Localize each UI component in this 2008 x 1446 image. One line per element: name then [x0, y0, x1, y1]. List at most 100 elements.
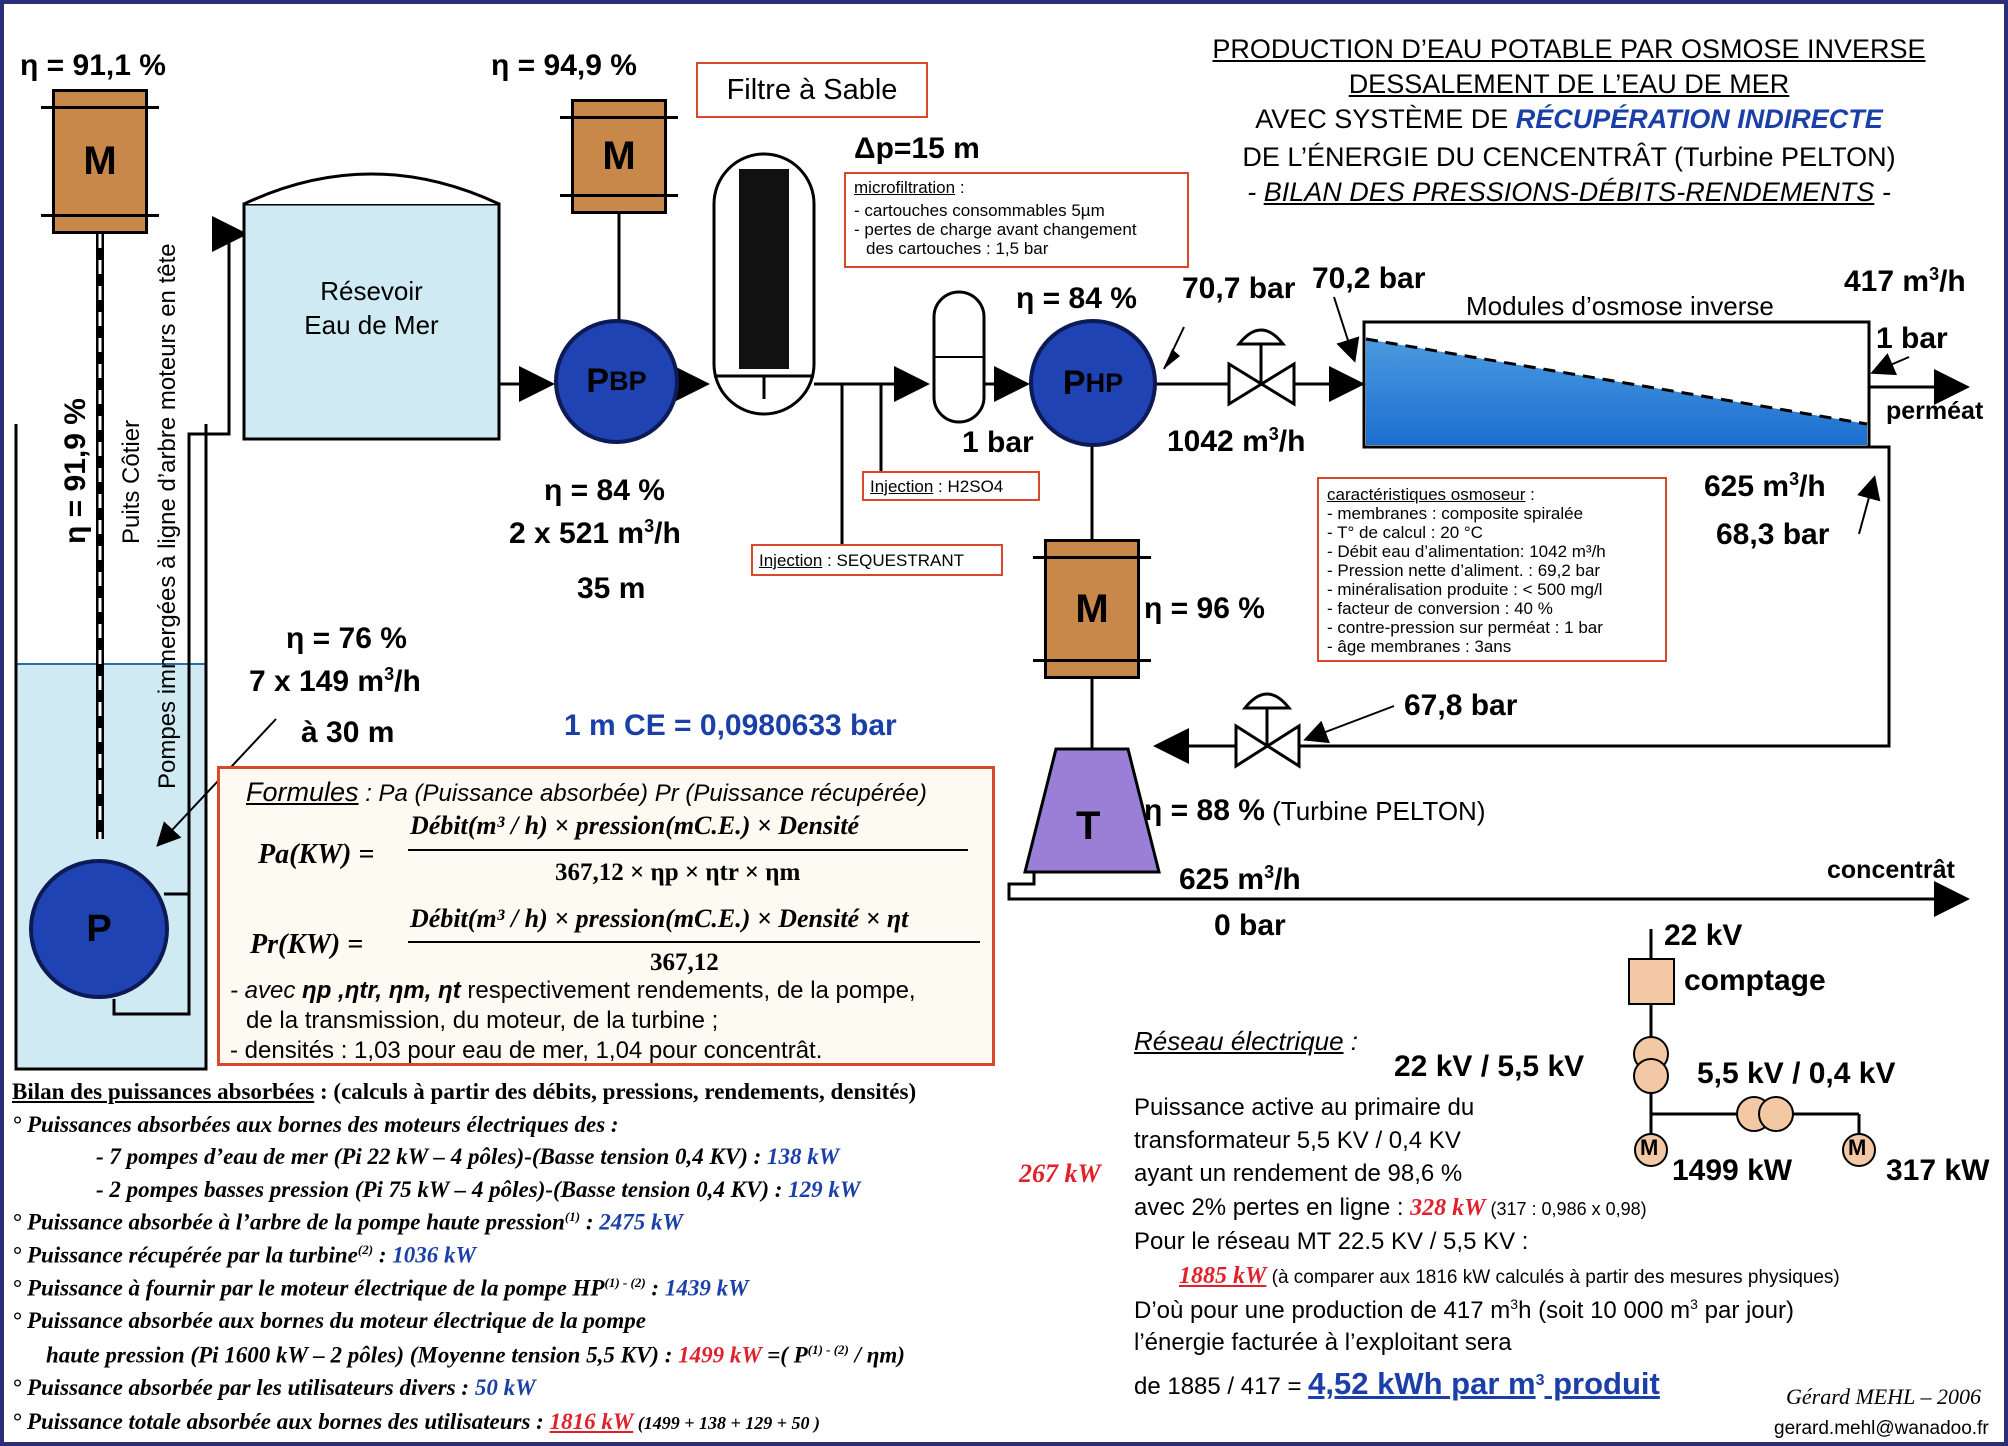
- bp-pump-head: 35 m: [577, 572, 646, 605]
- bilan-line-5: ° Puissance récupérée par la turbine(2) …: [12, 1242, 476, 1268]
- bilan-line-10: ° Puissance totale absorbée aux bornes d…: [12, 1409, 821, 1434]
- network-metering: comptage: [1684, 964, 1826, 997]
- turbine-flow: 625 m3/h: [1179, 862, 1301, 896]
- network-p8: l’énergie facturée à l’exploitant sera: [1134, 1329, 1512, 1356]
- bilan-sum-lv: 267 kW: [1019, 1159, 1101, 1188]
- well-motor-efficiency: η = 91,1 %: [20, 49, 166, 82]
- pr-formula-lhs: Pr(KW) =: [250, 929, 364, 960]
- control-valve-hp: [1227, 328, 1296, 407]
- motor-lv-power: 317 kW: [1886, 1154, 1990, 1187]
- network-p2: transformateur 5,5 KV / 0,4 KV: [1134, 1127, 1461, 1154]
- concentrate-flow: 625 m3/h: [1704, 469, 1826, 503]
- turbine-efficiency: η = 88 % (Turbine PELTON): [1144, 794, 1486, 827]
- title-line4: DE L’ÉNERGIE DU CENCENTRÂT (Turbine PELT…: [1242, 142, 1896, 172]
- network-heading: Réseau électrique :: [1134, 1026, 1359, 1056]
- network-p7: D’où pour une production de 417 m3h (soi…: [1134, 1296, 1794, 1324]
- osmosis-modules: [1362, 320, 1871, 449]
- bilan-line-2: - 7 pompes d’eau de mer (Pi 22 kW – 4 pô…: [96, 1144, 840, 1169]
- permeate-label: perméat: [1886, 397, 1984, 425]
- electrical-network: [1628, 929, 1876, 1167]
- formulas-note-1: - avec ηp ,ηtr, ηm, ηt respectivement re…: [230, 977, 916, 1004]
- modules-label: Modules d’osmose inverse: [1466, 291, 1774, 321]
- microfiltration-box: microfiltration : - cartouches consommab…: [844, 172, 1189, 268]
- bilan-line-6: ° Puissance à fournir par le moteur élec…: [12, 1275, 749, 1301]
- injection-sequestrant: Injection : SEQUESTRANT: [751, 544, 1003, 576]
- hp-flow: 1042 m3/h: [1167, 424, 1306, 458]
- sand-filter-label: Filtre à Sable: [696, 62, 928, 118]
- network-p1: Puissance active au primaire du: [1134, 1094, 1475, 1121]
- network-p3: ayant un rendement de 98,6 %: [1134, 1160, 1463, 1187]
- bilan-line-4: ° Puissance absorbée à l’arbre de la pom…: [12, 1209, 683, 1235]
- pa-formula-numerator: Débit(m³ / h) × pression(mC.E.) × Densit…: [410, 811, 860, 840]
- bilan-line-8: haute pression (Pi 1600 kW – 2 pôles) (M…: [46, 1342, 905, 1368]
- bilan-line-7: ° Puissance absorbée aux bornes du moteu…: [12, 1308, 647, 1333]
- bp-pump-flow: 2 x 521 m3/h: [509, 516, 681, 550]
- bilan-heading: Bilan des puissances absorbées : (calcul…: [12, 1079, 917, 1104]
- pa-formula-lhs: Pa(KW) =: [258, 839, 375, 870]
- permeate-pressure: 1 bar: [1876, 322, 1948, 355]
- seawater-reservoir: [242, 172, 501, 441]
- hp-pump-efficiency: η = 84 %: [1016, 282, 1137, 315]
- network-p6: 1885 kW (à comparer aux 1816 kW calculés…: [1179, 1263, 1840, 1289]
- turbine-label: T: [1076, 804, 1101, 848]
- submerged-pumps-label: Pompes immergées à ligne d’arbre moteurs…: [154, 243, 181, 789]
- pelton-turbine: [1023, 747, 1161, 874]
- signature-email: gerard.mehl@wanadoo.fr: [1774, 1418, 1989, 1439]
- permeate-flow: 417 m3/h: [1844, 264, 1966, 298]
- motor-lv-icon: M: [1848, 1135, 1867, 1160]
- formulas-note-2: de la transmission, du moteur, de la tur…: [246, 1007, 719, 1034]
- well-motor: M: [41, 89, 159, 234]
- network-p5: Pour le réseau MT 22.5 KV / 5,5 KV :: [1134, 1228, 1529, 1255]
- signature-name: Gérard MEHL – 2006: [1786, 1384, 1981, 1409]
- well-label: Puits Côtier: [118, 419, 145, 544]
- bilan-line-9: ° Puissance absorbée par les utilisateur…: [12, 1375, 536, 1400]
- well-pump-efficiency: η = 76 %: [286, 622, 407, 655]
- hp-inlet-pressure: 1 bar: [962, 426, 1034, 459]
- network-p4: avec 2% pertes en ligne : 328 kW (317 : …: [1134, 1194, 1647, 1221]
- bilan-line-1: ° Puissances absorbées aux bornes des mo…: [12, 1112, 619, 1137]
- bp-pump-efficiency: η = 84 %: [544, 474, 665, 507]
- concentrate-pressure: 68,3 bar: [1716, 518, 1830, 551]
- modules-inlet-pressure: 70,2 bar: [1312, 262, 1426, 295]
- formulas-box: Formules : Pa (Puissance absorbée) Pr (P…: [217, 766, 995, 1066]
- title-line3: AVEC SYSTÈME DE RÉCUPÉRATION INDIRECTE: [1255, 104, 1883, 134]
- process-lines: [14, 152, 1970, 1167]
- concentrate-outlet-label: concentrât: [1827, 856, 1955, 884]
- filter-pressure-drop: Δp=15 m: [854, 132, 980, 165]
- hp-outlet-pressure: 70,7 bar: [1182, 272, 1296, 305]
- pressure-conversion: 1 m CE = 0,0980633 bar: [564, 709, 897, 742]
- motor-hp-icon: M: [1640, 1135, 1659, 1160]
- network-22kv: 22 kV: [1664, 919, 1743, 952]
- title-line2: DESSALEMENT DE L’EAU DE MER: [1348, 69, 1790, 99]
- injection-h2so4: Injection : H2SO4: [862, 471, 1040, 501]
- formulas-note-3: - densités : 1,03 pour eau de mer, 1,04 …: [230, 1037, 823, 1064]
- control-valve-concentrate: [1234, 692, 1301, 769]
- title-line1: PRODUCTION D’EAU POTABLE PAR OSMOSE INVE…: [1212, 34, 1926, 64]
- well-pump-head: à 30 m: [301, 716, 395, 749]
- hp-motor-efficiency: η = 96 %: [1144, 592, 1265, 625]
- turbine-outlet-pressure: 0 bar: [1214, 909, 1286, 942]
- hp-motor: M: [1033, 539, 1151, 679]
- transformer-1: 22 kV / 5,5 kV: [1394, 1050, 1585, 1083]
- motor-hp-power: 1499 kW: [1672, 1154, 1793, 1187]
- osmoseur-characteristics: caractéristiques osmoseur : - membranes …: [1317, 477, 1667, 662]
- formulas-heading: Formules : Pa (Puissance absorbée) Pr (P…: [246, 777, 927, 807]
- bp-motor-efficiency: η = 94,9 %: [491, 49, 637, 82]
- pipe-well-to-reservoir: [112, 892, 191, 1016]
- well-pump: P: [29, 859, 169, 999]
- shaft-efficiency: η = 91,9 %: [59, 398, 92, 544]
- network-p9: de 1885 / 417 = 4,52 kWh par m3 produit: [1134, 1366, 1660, 1401]
- pump-icon: P: [86, 907, 112, 950]
- pr-formula-numerator: Débit(m³ / h) × pression(mC.E.) × Densit…: [410, 904, 909, 933]
- pr-formula-denominator: 367,12: [650, 949, 719, 976]
- bilan-line-3: - 2 pompes basses pression (Pi 75 kW – 4…: [96, 1177, 861, 1202]
- pa-formula-denominator: 367,12 × ηp × ηtr × ηm: [555, 859, 801, 886]
- turbine-inlet-pressure: 67,8 bar: [1404, 689, 1518, 722]
- title-line5: - BILAN DES PRESSIONS-DÉBITS-RENDEMENTS …: [1247, 177, 1891, 207]
- bp-motor: M: [560, 99, 678, 214]
- well-pump-flow: 7 x 149 m3/h: [249, 664, 421, 698]
